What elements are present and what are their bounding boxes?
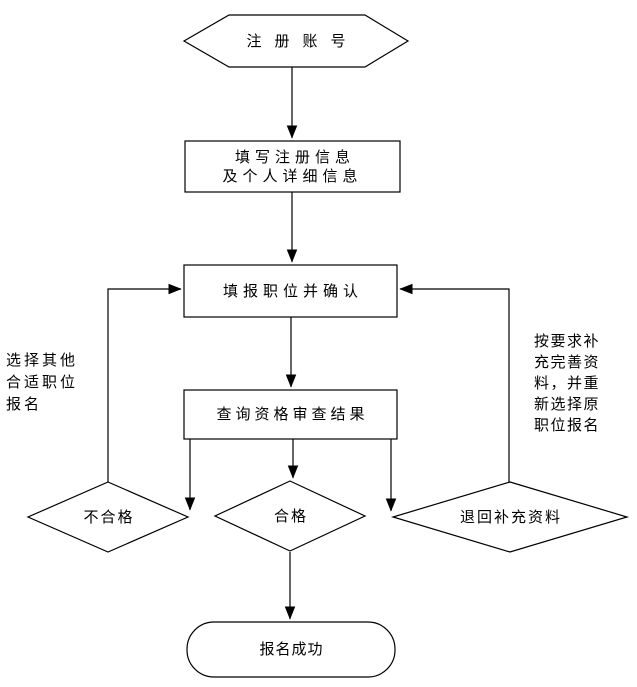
right-branch-note: 按要求补 充完善资 料，并重 新选择原 职位报名 (534, 332, 601, 434)
success-node-label: 报名成功 (259, 640, 324, 658)
check-result-node-label: 查询资格审查结果 (216, 405, 369, 423)
success-terminator-shape (186, 621, 396, 678)
fill-info-node-label: 填写注册信息 及个人详细信息 (222, 147, 363, 185)
unqualified-decision-shape (26, 481, 190, 553)
returned-decision-shape (390, 481, 630, 553)
qualified-node-label: 合格 (273, 506, 308, 525)
fill-info-process-shape (184, 140, 401, 193)
check-result-process-shape (183, 389, 398, 440)
edge-returned-to-select-position (399, 283, 510, 482)
edge-unqualified-to-select-position (107, 283, 182, 482)
select-position-node-label: 填报职位并确认 (222, 281, 363, 300)
start-hexagon-shape (182, 14, 410, 68)
left-branch-note: 选择其他 合适职位 报名 (6, 351, 79, 413)
returned-node-label: 退回补充资料 (459, 507, 562, 526)
start-node-label: 注册账号 (246, 31, 359, 50)
qualified-decision-shape (213, 480, 367, 552)
unqualified-node-label: 不合格 (83, 507, 135, 526)
